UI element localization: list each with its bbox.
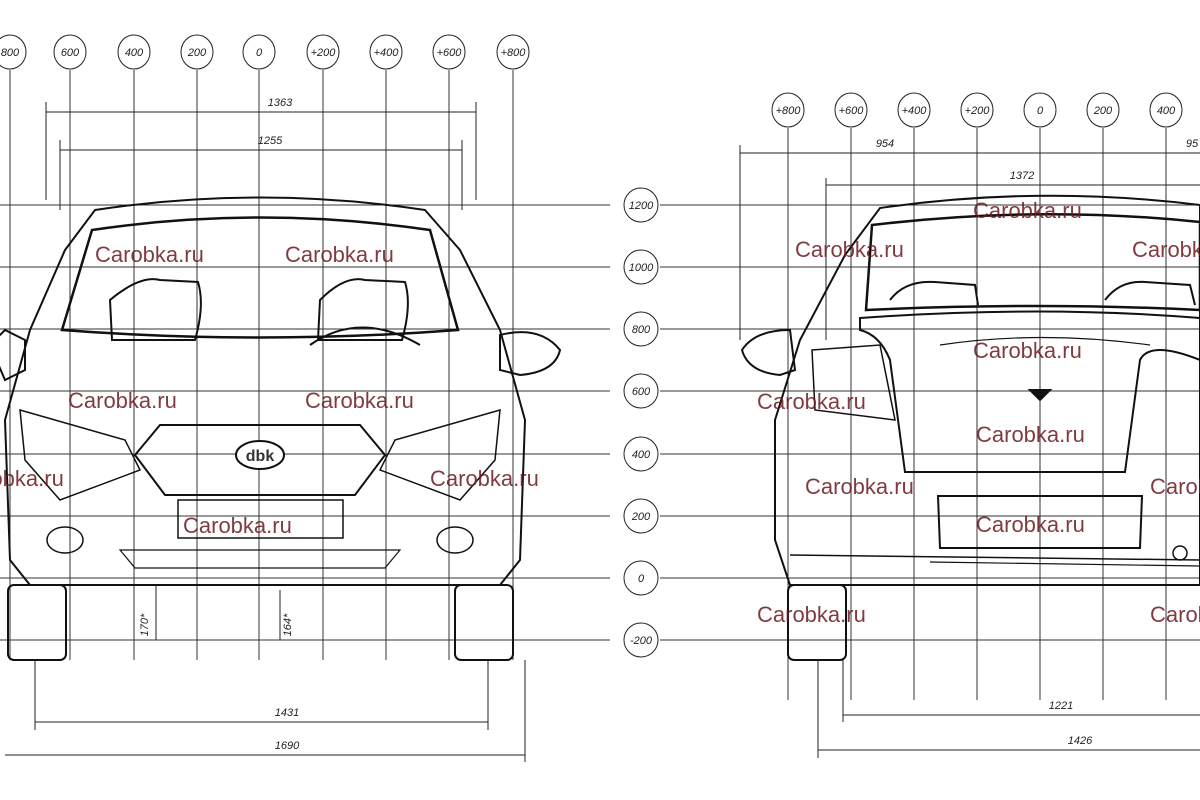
front-x-tick-3: 200 bbox=[180, 34, 214, 70]
svg-text:400: 400 bbox=[632, 449, 651, 461]
front-dim-bottom-track: 1431 bbox=[34, 660, 489, 730]
watermark: Carobka.ru bbox=[973, 338, 1082, 363]
rear-y-tick-0: 1200 bbox=[623, 187, 659, 223]
watermark: Carobka.ru bbox=[976, 422, 1085, 447]
rear-x-tick-5: 200 bbox=[1086, 92, 1120, 128]
watermark: Carobka.ru bbox=[757, 389, 866, 414]
rear-y-tick-2: 800 bbox=[623, 311, 659, 347]
svg-text:1690: 1690 bbox=[275, 740, 300, 752]
front-x-tick-4: 0 bbox=[242, 34, 276, 70]
front-dim-ground-right: 164* bbox=[279, 590, 294, 640]
rear-x-tick-6: 400 bbox=[1149, 92, 1183, 128]
rear-y-tick-3: 600 bbox=[623, 373, 659, 409]
front-dim-ground-left: 170* bbox=[139, 585, 157, 640]
rear-dim-top-inner: 1372 bbox=[825, 170, 1200, 340]
rear-dim-top-right: 95 bbox=[1186, 138, 1199, 150]
watermark: Carobka.ru bbox=[795, 237, 904, 262]
rear-x-tick-0: +800 bbox=[771, 92, 805, 128]
svg-text:1255: 1255 bbox=[258, 135, 283, 147]
rear-view: +800 +600 +400 +200 0 200 400 120 bbox=[623, 92, 1200, 758]
watermark: Carobka.ru bbox=[757, 602, 866, 627]
svg-text:1200: 1200 bbox=[629, 200, 654, 212]
svg-text:+600: +600 bbox=[437, 47, 463, 59]
front-dim-top-inner: 1255 bbox=[59, 135, 463, 210]
watermark: Carobka.ru bbox=[1132, 237, 1200, 262]
svg-text:170*: 170* bbox=[139, 613, 151, 636]
rear-car-body bbox=[740, 194, 1200, 661]
svg-text:1426: 1426 bbox=[1068, 735, 1093, 747]
watermark: Carobka.ru bbox=[183, 513, 292, 538]
front-x-tick-0: 800 bbox=[0, 34, 27, 70]
front-view: 800 600 400 200 0 +200 +400 +600 bbox=[0, 34, 610, 762]
svg-text:200: 200 bbox=[1093, 105, 1113, 117]
front-horizontal-grid bbox=[0, 204, 610, 641]
svg-text:+400: +400 bbox=[374, 47, 400, 59]
svg-text:+800: +800 bbox=[776, 105, 802, 117]
svg-text:0: 0 bbox=[256, 47, 263, 59]
rear-y-tick-1: 1000 bbox=[623, 249, 659, 285]
rear-y-tick-5: 200 bbox=[623, 498, 659, 534]
watermark: Carobka.ru bbox=[1150, 602, 1200, 627]
rear-y-tick-6: 0 bbox=[623, 560, 659, 596]
svg-text:164*: 164* bbox=[282, 613, 294, 636]
svg-text:1221: 1221 bbox=[1049, 700, 1073, 712]
watermark: Carobka.ru bbox=[285, 242, 394, 267]
rear-dim-bottom-width: 1426 bbox=[817, 660, 1200, 758]
rear-dim-bottom-track: 1221 bbox=[842, 660, 1200, 722]
rear-y-tick-4: 400 bbox=[623, 436, 659, 472]
svg-text:1363: 1363 bbox=[268, 97, 293, 109]
svg-text:200: 200 bbox=[631, 511, 651, 523]
svg-text:1372: 1372 bbox=[1010, 170, 1034, 182]
watermark: Carobka.ru bbox=[1150, 474, 1200, 499]
rear-x-tick-1: +600 bbox=[834, 92, 868, 128]
front-x-tick-1: 600 bbox=[53, 34, 87, 70]
svg-text:600: 600 bbox=[61, 47, 80, 59]
watermark: Carobka.ru bbox=[976, 512, 1085, 537]
svg-text:1431: 1431 bbox=[275, 707, 299, 719]
svg-text:+200: +200 bbox=[311, 47, 337, 59]
svg-text:1000: 1000 bbox=[629, 262, 654, 274]
front-dim-top-outer: 1363 bbox=[45, 97, 477, 200]
front-x-tick-8: +800 bbox=[496, 34, 530, 70]
svg-text:+800: +800 bbox=[501, 47, 527, 59]
svg-text:954: 954 bbox=[876, 138, 894, 150]
svg-text:95: 95 bbox=[1186, 138, 1199, 150]
svg-text:+200: +200 bbox=[965, 105, 991, 117]
watermark: Carobka.ru bbox=[805, 474, 914, 499]
svg-text:400: 400 bbox=[1157, 105, 1176, 117]
front-grille-badge: dbk bbox=[235, 440, 285, 470]
front-x-tick-7: +600 bbox=[432, 34, 466, 70]
svg-text:dbk: dbk bbox=[246, 448, 275, 465]
svg-text:200: 200 bbox=[187, 47, 207, 59]
front-x-tick-2: 400 bbox=[117, 34, 151, 70]
svg-text:-200: -200 bbox=[630, 635, 653, 647]
watermark: Carobka.ru bbox=[0, 466, 64, 491]
watermark: Carobka.ru bbox=[68, 388, 177, 413]
front-car-body: dbk bbox=[0, 196, 562, 661]
watermark: Carobka.ru bbox=[305, 388, 414, 413]
front-x-tick-6: +400 bbox=[369, 34, 403, 70]
rear-horizontal-grid bbox=[660, 204, 1200, 641]
rear-x-tick-4: 0 bbox=[1023, 92, 1057, 128]
svg-text:600: 600 bbox=[632, 386, 651, 398]
svg-text:800: 800 bbox=[632, 324, 651, 336]
front-vertical-grid bbox=[9, 70, 514, 660]
rear-x-tick-3: +200 bbox=[960, 92, 994, 128]
svg-text:+400: +400 bbox=[902, 105, 928, 117]
front-x-tick-5: +200 bbox=[306, 34, 340, 70]
svg-text:400: 400 bbox=[125, 47, 144, 59]
svg-text:+600: +600 bbox=[839, 105, 865, 117]
watermarks: Carobka.ru Carobka.ru Carobka.ru Carobka… bbox=[0, 198, 1200, 627]
rear-y-tick-7: -200 bbox=[623, 622, 659, 658]
rear-dim-top-left: 954 bbox=[739, 138, 1200, 340]
front-dim-bottom-width: 1690 bbox=[5, 660, 526, 762]
watermark: Carobka.ru bbox=[973, 198, 1082, 223]
svg-text:0: 0 bbox=[638, 573, 645, 585]
watermark: Carobka.ru bbox=[430, 466, 539, 491]
rear-x-tick-2: +400 bbox=[897, 92, 931, 128]
svg-text:800: 800 bbox=[1, 47, 20, 59]
svg-text:0: 0 bbox=[1037, 105, 1044, 117]
watermark: Carobka.ru bbox=[95, 242, 204, 267]
